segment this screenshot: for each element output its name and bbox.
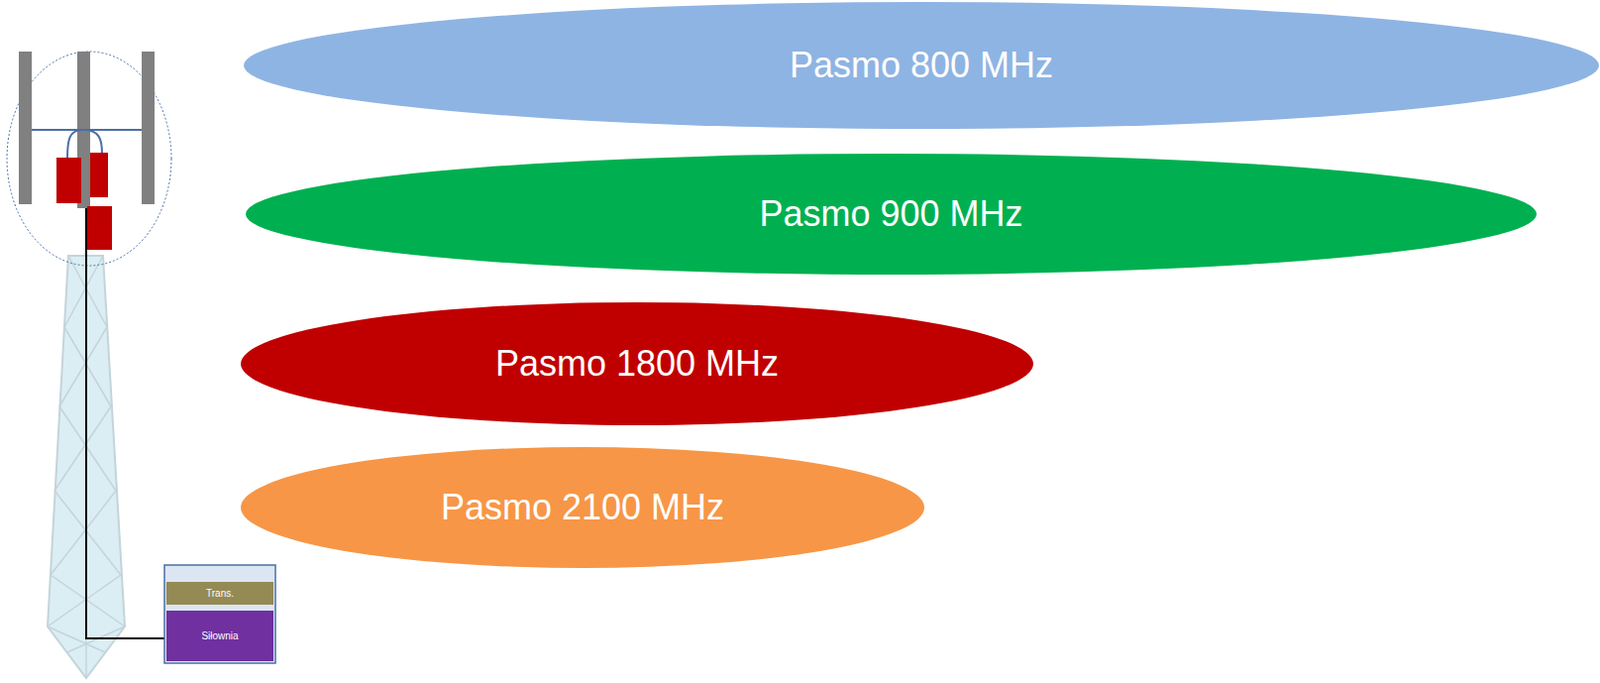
power-box: Siłownia [166, 610, 274, 661]
band-label: Pasmo 2100 MHz [440, 486, 725, 529]
ellipse-fill [243, 1, 1600, 129]
band-label: Pasmo 800 MHz [789, 44, 1054, 87]
band-label: Siłownia [201, 630, 238, 641]
transmission-box: Trans. [166, 581, 274, 605]
ellipse-fill [240, 302, 1034, 426]
radio-unit [56, 157, 82, 204]
radio-unit [87, 206, 112, 250]
band-ellipse: Pasmo 800 MHz [242, 0, 1600, 130]
feeder-line [83, 129, 103, 154]
feeder-line [67, 129, 84, 159]
band-ellipse: Pasmo 2100 MHz [239, 445, 926, 569]
antenna-panel [18, 51, 32, 205]
ellipse-fill [240, 446, 925, 568]
antenna-panel [141, 51, 155, 205]
cabinet [164, 564, 276, 663]
band-label: Pasmo 900 MHz [758, 193, 1023, 235]
cable [86, 208, 165, 639]
band-ellipse: Pasmo 900 MHz [244, 152, 1538, 276]
band-label: Pasmo 1800 MHz [495, 342, 779, 385]
radio-unit [90, 152, 108, 198]
antenna-outline [6, 51, 172, 266]
ellipse-fill [245, 153, 1537, 275]
band-ellipse: Pasmo 1800 MHz [239, 301, 1035, 427]
band-label: Trans. [206, 587, 234, 599]
